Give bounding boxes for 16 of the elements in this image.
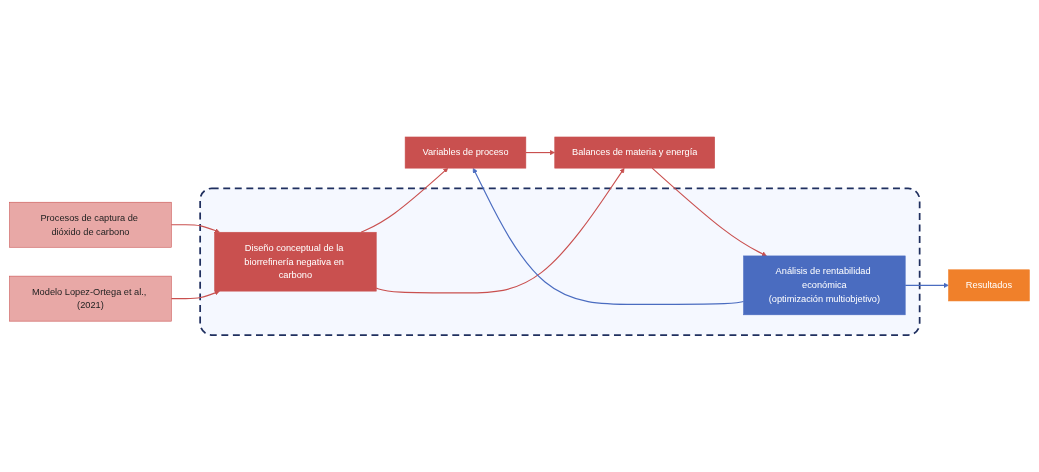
arrow bbox=[170, 224, 220, 233]
arrow bbox=[360, 167, 449, 233]
arrow bbox=[472, 167, 745, 305]
arrow bbox=[375, 167, 625, 294]
node-box: Análisis de rentabilidad económica (optimización multiobjetivo) bbox=[743, 255, 906, 316]
arrow bbox=[651, 167, 767, 257]
arrow bbox=[170, 290, 220, 300]
cluster bbox=[199, 187, 921, 336]
arrow bbox=[904, 282, 949, 288]
node-box: Procesos de captura de dióxido de carbono bbox=[9, 201, 172, 248]
node-box: Variables de proceso bbox=[404, 136, 527, 169]
arrow bbox=[525, 150, 555, 156]
node-box: Modelo Lopez-Ortega et al., (2021) bbox=[9, 275, 172, 322]
node-box: Resultados bbox=[948, 269, 1030, 302]
node-box: Balances de materia y energía bbox=[554, 136, 715, 169]
node-box: Diseño conceptual de la biorrefinería negativa en carbono bbox=[214, 231, 377, 292]
